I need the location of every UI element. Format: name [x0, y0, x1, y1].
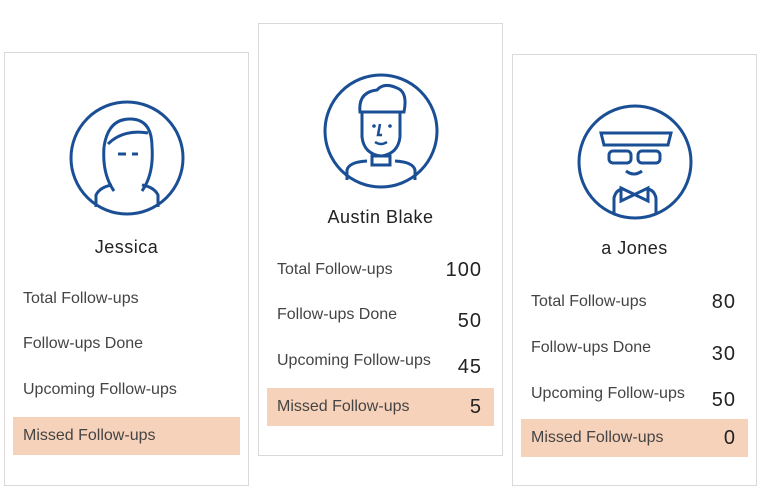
man-glasses-avatar-icon: [577, 104, 693, 220]
stat-value: 80: [711, 291, 736, 313]
stat-row-total: Total Follow-ups: [13, 280, 240, 318]
stat-label: Upcoming Follow-ups: [23, 381, 177, 398]
stat-label: Missed Follow-ups: [23, 427, 156, 444]
stat-row-missed: Missed Follow-ups: [13, 417, 240, 455]
stat-value: 0: [723, 427, 736, 449]
stat-row-upcoming: Upcoming Follow-ups: [13, 371, 240, 409]
agent-card-jones[interactable]: a Jones Total Follow-ups 80 Follow-ups Do…: [512, 54, 757, 486]
agent-name: Austin Blake: [327, 207, 434, 227]
stat-row-upcoming: Upcoming Follow-ups 45: [267, 342, 494, 380]
stat-label: Total Follow-ups: [23, 290, 139, 307]
stat-label: Follow-ups Done: [531, 339, 652, 356]
stat-row-done: Follow-ups Done: [13, 325, 240, 363]
stat-value: 50: [457, 310, 482, 332]
stat-row-done: Follow-ups Done 50: [267, 296, 494, 334]
stat-label: Missed Follow-ups: [277, 398, 410, 415]
stat-label: Upcoming Follow-ups: [531, 385, 685, 402]
stat-label: Follow-ups Done: [23, 335, 144, 352]
stat-row-missed: Missed Follow-ups 0: [521, 419, 748, 457]
stat-row-total: Total Follow-ups 100: [267, 251, 494, 289]
stat-row-upcoming: Upcoming Follow-ups 50: [521, 375, 748, 413]
stat-value: 5: [469, 396, 482, 418]
agent-card-jessica[interactable]: Jessica Total Follow-ups Follow-ups Done…: [4, 52, 249, 486]
stat-label: Total Follow-ups: [531, 293, 647, 310]
stat-value: 30: [711, 343, 736, 365]
man-avatar-icon: [323, 73, 439, 189]
stat-row-missed: Missed Follow-ups 5: [267, 388, 494, 426]
woman-avatar-icon: [69, 100, 185, 216]
stat-label: Follow-ups Done: [277, 306, 398, 323]
stat-label: Missed Follow-ups: [531, 429, 664, 446]
stat-value: 50: [711, 389, 736, 411]
stat-row-total: Total Follow-ups 80: [521, 283, 748, 321]
stat-value: 100: [445, 259, 482, 281]
stat-label: Total Follow-ups: [277, 261, 393, 278]
stat-row-done: Follow-ups Done 30: [521, 329, 748, 367]
stat-label: Upcoming Follow-ups: [277, 352, 431, 369]
stat-value: 45: [457, 356, 482, 378]
agent-card-austin-blake[interactable]: Austin Blake Total Follow-ups 100 Follow-…: [258, 23, 503, 456]
agent-name: Jessica: [94, 237, 159, 257]
agent-name: a Jones: [601, 238, 668, 258]
